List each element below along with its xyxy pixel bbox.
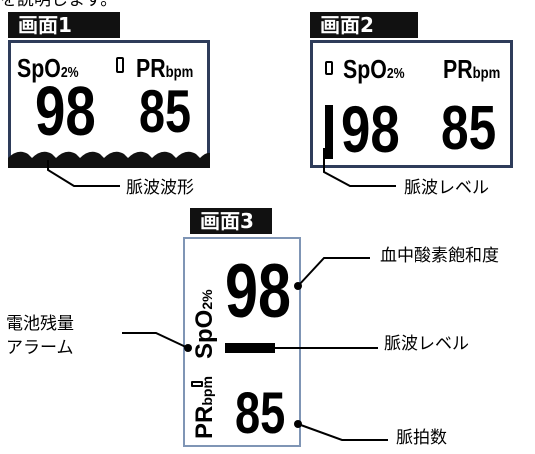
screen2-spo2-label: SpO2% <box>343 54 405 84</box>
screen2-spo2-value: 98 <box>341 92 400 166</box>
annotation-battery-alarm-line2: アラーム <box>6 338 74 358</box>
screen2-display: SpO2% PRbpm 98 85 <box>310 40 513 168</box>
annotation-pulse-level-2: 脈波レベル <box>384 334 469 354</box>
pulse-level-bar <box>325 105 333 159</box>
screen1-display: SpO2% PRbpm 98 85 <box>8 40 210 168</box>
screen3-tag-label: 画面3 <box>200 209 254 233</box>
screen2-pr-label: PRbpm <box>443 54 501 84</box>
battery-icon <box>116 57 124 73</box>
screen1-spo2-label: SpO2% <box>17 53 79 83</box>
annotation-pulse-waveform: 脈波波形 <box>126 178 194 198</box>
screen1-tag: 画面1 <box>8 12 120 38</box>
annotation-battery-alarm-line1: 電池残量 <box>6 314 74 334</box>
battery-icon <box>325 61 333 75</box>
screen3-display: SpO2% PRbpm 98 85 <box>183 237 301 447</box>
screen1-pr-value: 85 <box>139 78 192 145</box>
annotation-spo2-meaning: 血中酸素飽和度 <box>380 246 499 266</box>
screen2-tag: 画面2 <box>310 12 418 38</box>
screen2-pr-value: 85 <box>441 94 497 163</box>
battery-icon <box>191 381 203 387</box>
screen3-tag: 画面3 <box>190 208 272 234</box>
screen3-spo2-value: 98 <box>225 249 291 334</box>
screen1-tag-label: 画面1 <box>18 13 72 37</box>
pulse-level-bar <box>225 343 275 353</box>
annotation-pulse-level-1: 脈波レベル <box>404 178 489 198</box>
screen3-pr-value: 85 <box>235 381 286 446</box>
annotation-pulse-rate: 脈拍数 <box>396 428 447 448</box>
screen2-tag-label: 画面2 <box>320 13 374 37</box>
screen1-spo2-value: 98 <box>35 72 96 150</box>
screen1-pr-label: PRbpm <box>136 53 194 83</box>
header-fragment: を説明します。 <box>0 0 118 10</box>
pulse-waveform <box>8 151 210 168</box>
